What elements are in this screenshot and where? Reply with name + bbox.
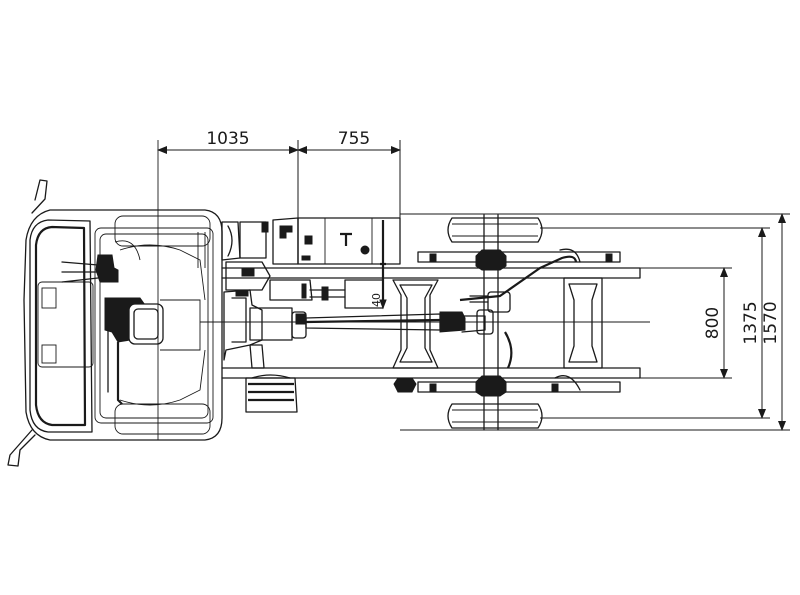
dimension-right: 800 1375 1570 — [400, 213, 790, 431]
dimension-1375-label: 1375 — [741, 301, 761, 344]
fuel-tank-box: 40 — [272, 217, 401, 310]
dimension-top: 1035 755 — [157, 129, 401, 218]
dimension-1035-label: 1035 — [206, 129, 249, 149]
cross-member-front — [392, 279, 439, 369]
box-40-label: 40 — [370, 293, 383, 307]
engine-gearbox — [221, 221, 313, 413]
dimension-800-label: 800 — [703, 307, 723, 339]
driveshaft — [305, 309, 494, 335]
rear-axle — [393, 214, 621, 431]
cross-member-rear — [563, 277, 603, 369]
dimension-1570-label: 1570 — [761, 301, 781, 344]
dimension-755-label: 755 — [338, 129, 370, 149]
cab — [7, 179, 223, 467]
